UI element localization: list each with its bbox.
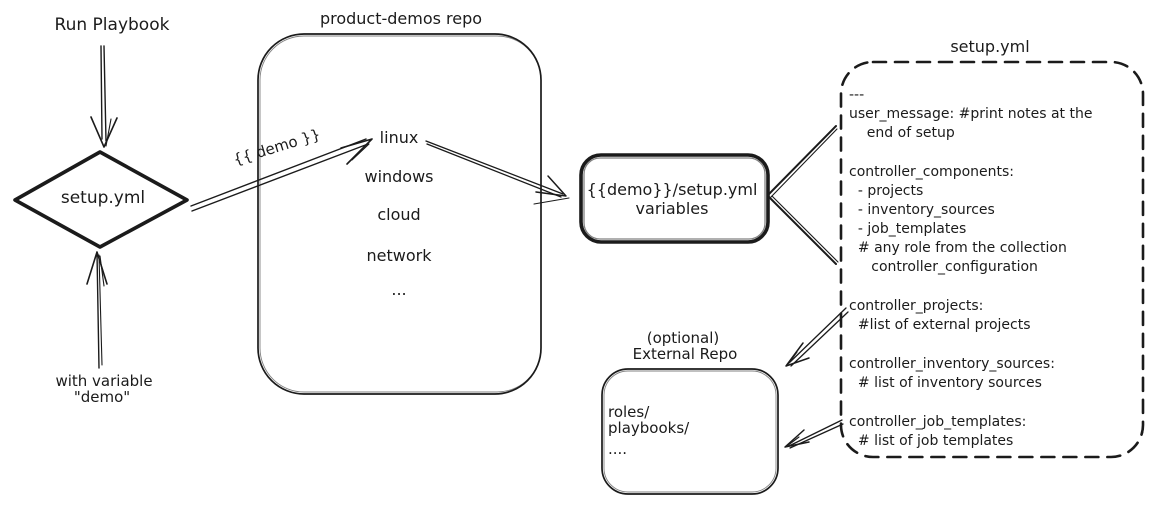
yaml-line: controller_inventory_sources: (849, 356, 1055, 372)
repo-item-network: network (366, 246, 432, 265)
run-playbook-arrow (90, 45, 118, 148)
yaml-line: - job_templates (849, 221, 967, 237)
repo-item-linux: linux (379, 128, 419, 147)
yaml-line: controller_job_templates: (849, 414, 1027, 430)
yaml-stanza-inventory-sources: controller_inventory_sources: # list of … (849, 355, 1141, 393)
setup-yml-file-title: setup.yml (950, 37, 1030, 56)
variables-box-line1: {{demo}}/setup.yml (586, 180, 758, 199)
setup-yml-dashed-box (839, 60, 1145, 459)
yaml-line: # any role from the collection (849, 240, 1067, 256)
setup-yml-content: --- user_message: #print notes at the en… (849, 86, 1141, 471)
yaml-line: --- (849, 87, 865, 103)
yaml-line: controller_configuration (849, 259, 1038, 275)
projects-to-external-arrow (785, 307, 849, 367)
yaml-stanza-projects: controller_projects: #list of external p… (849, 297, 1141, 335)
run-playbook-label: Run Playbook (54, 15, 170, 35)
yaml-line: - inventory_sources (849, 202, 995, 218)
yaml-line: # list of inventory sources (849, 375, 1042, 391)
demo-arrow (190, 138, 373, 212)
variables-box-line2: variables (635, 199, 709, 218)
setup-yml-diamond (13, 150, 189, 249)
yaml-stanza-components: controller_components: - projects - inve… (849, 163, 1141, 277)
job-templates-to-external-arrow (784, 419, 844, 449)
yaml-line: end of setup (849, 125, 955, 141)
external-repo-item-more: .... (608, 440, 628, 458)
yaml-line: controller_projects: (849, 298, 984, 314)
yaml-line: #list of external projects (849, 317, 1031, 333)
with-variable-label-line1: with variable (55, 372, 153, 390)
product-demos-repo-box (257, 33, 542, 395)
yaml-line: - projects (849, 183, 924, 199)
repo-item-windows: windows (364, 167, 434, 186)
external-repo-title-line2: External Repo (632, 345, 738, 363)
variables-to-setup-fan-lines (768, 125, 839, 265)
with-variable-arrow (86, 251, 108, 369)
yaml-line: controller_components: (849, 164, 1014, 180)
setup-yml-diamond-label: setup.yml (60, 188, 146, 209)
external-repo-item-playbooks: playbooks/ (608, 419, 690, 437)
yaml-line: user_message: #print notes at the (849, 106, 1093, 122)
variables-box-shape (579, 153, 770, 244)
repo-item-more: ... (391, 280, 407, 299)
linux-to-variables-arrow (425, 140, 570, 205)
external-repo-box-shape (601, 368, 779, 495)
repo-item-cloud: cloud (377, 205, 421, 224)
with-variable-label-line2: "demo" (73, 388, 131, 406)
yaml-line: # list of job templates (849, 433, 1014, 449)
product-demos-repo-title: product-demos repo (319, 9, 483, 28)
external-repo-title-line1: (optional) (646, 329, 720, 347)
yaml-stanza-job-templates: controller_job_templates: # list of job … (849, 413, 1141, 451)
yaml-stanza-header: --- user_message: #print notes at the en… (849, 86, 1141, 143)
external-repo-item-roles: roles/ (608, 403, 650, 421)
